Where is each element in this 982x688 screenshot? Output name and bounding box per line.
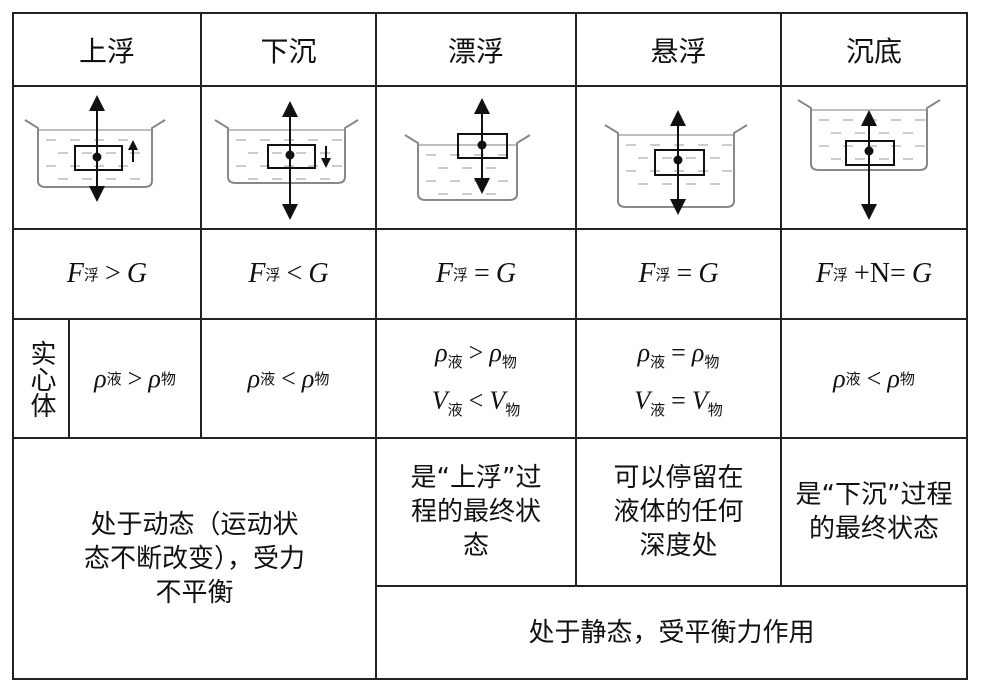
diagram-cell-bottom [780,85,968,230]
diagram-cell-suspend [575,85,782,230]
center-dot-sinking [285,150,295,160]
object-box-suspended [654,149,705,176]
header-sink: 下沉 [200,12,377,87]
header-float: 漂浮 [375,12,577,87]
state-floating: 是“上浮”过程的最终状态 [375,437,577,587]
header-suspend: 悬浮 [575,12,782,87]
state-sinking-bottom: 是“下沉”过程的最终状态 [780,437,968,587]
solid-body-label: 实心体 [12,318,70,439]
diagram-cell-rise [12,85,202,230]
diagram-cell-float [375,85,577,230]
center-dot-floating [477,140,487,150]
state-suspended: 可以停留在液体的任何深度处 [575,437,782,587]
header-bottom: 沉底 [780,12,968,87]
object-box-rising [74,145,123,171]
beaker-floating [404,134,531,201]
density-float: ρ液>ρ物 V液<V物 [375,318,577,439]
center-dot-suspended [673,155,683,165]
beaker-sinking [214,119,359,184]
center-dot-resting-on-bottom [864,146,874,156]
object-box-sinking [267,144,316,169]
center-dot-rising [92,152,102,162]
diagram-cell-sink [200,85,377,230]
header-rise: 上浮 [12,12,202,87]
state-dynamic: 处于动态（运动状态不断改变），受力不平衡 [12,437,377,680]
density-suspend: ρ液=ρ物 V液=V物 [575,318,782,439]
state-static: 处于静态，受平衡力作用 [375,585,968,680]
